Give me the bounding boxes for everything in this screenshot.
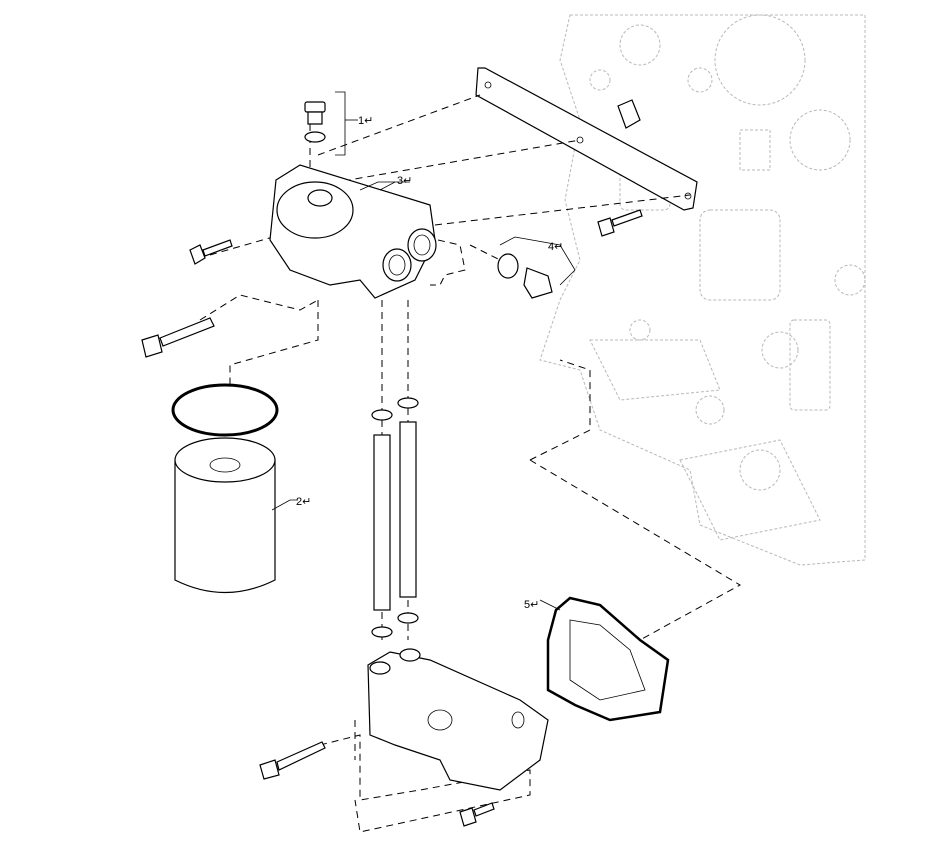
bolts [141,209,643,827]
callout-label-5: 5↵ [524,599,540,611]
oil-tubes [371,397,419,638]
callout-label-2: 2↵ [296,496,312,508]
mounting-bar [475,67,698,211]
filter-head-part-3 [269,164,437,299]
callout-label-1: 1↵ [358,115,374,127]
fitting-part-4 [497,236,576,299]
callout-label-3: 3↵ [397,175,413,187]
label-3-leader [359,181,395,191]
plug-part-1 [304,91,358,156]
gasket-part-5 [539,596,670,722]
callout-label-4: 4↵ [548,241,564,253]
filter-base [367,648,549,791]
engine-block-outline [539,14,866,566]
filter-cartridge-part-2 [171,383,298,593]
